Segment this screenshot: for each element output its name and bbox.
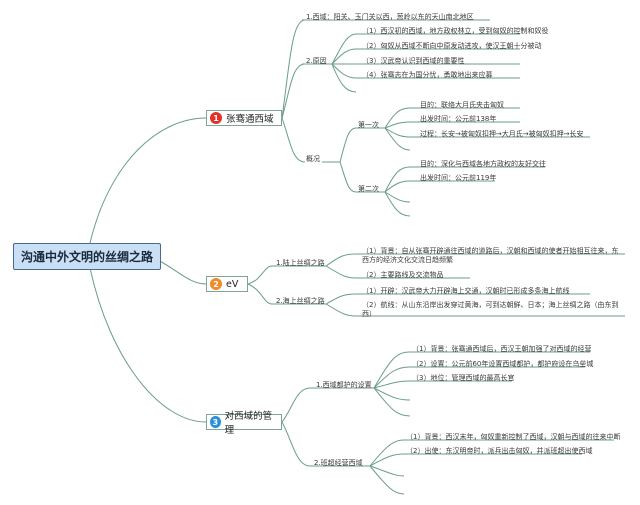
link-root-b1 — [89, 117, 207, 244]
link-root-b2 — [157, 259, 207, 285]
branch-2-label: eV — [226, 278, 239, 290]
b3-duhu-item[interactable]: （3）地位：管理西域的最高长官 — [412, 374, 515, 382]
b1-cause-node[interactable]: 2.原因 — [306, 57, 327, 65]
root-topic[interactable]: 沟通中外文明的丝绸之路 — [13, 243, 161, 270]
b1-second-item[interactable]: 目的：深化与西域各地方政权的友好交往 — [420, 160, 546, 168]
b3-ban-item[interactable]: （2）出使：东汉明帝时，派兵出击匈奴，并派班超出使西域 — [406, 447, 593, 455]
branch-2[interactable]: 2 eV — [206, 276, 248, 292]
b1-first-item[interactable]: 过程：长安→被匈奴扣押→大月氏→被匈奴扣押→长安 — [420, 130, 584, 138]
b3-ban-node[interactable]: 2.班超经营西域 — [314, 459, 363, 467]
b1-cause-item[interactable]: （4）张骞志在为国分忧，勇敢地出来应募 — [362, 71, 493, 79]
branch-1-label: 张骞通西域 — [226, 114, 274, 125]
b2-land-node[interactable]: 1.陆上丝绸之路 — [276, 259, 325, 267]
link-root-b3 — [89, 267, 207, 423]
link-b1-overview — [281, 117, 306, 163]
b1-first-item[interactable]: 出发时间：公元前138年 — [420, 115, 497, 123]
b2-land-item[interactable]: （2）主要路线及交流物品 — [362, 271, 444, 279]
b1-first-item[interactable]: 目的：联络大月氏夹击匈奴 — [420, 101, 504, 109]
b3-duhu-item[interactable]: （2）设置：公元前60年设置西域都护，都护府设在乌垒城 — [412, 360, 594, 368]
b3-duhu-item[interactable]: （1）背景：张骞通西域后，西汉王朝加强了对西域的经营 — [412, 345, 592, 353]
root-title: 沟通中外文明的丝绸之路 — [20, 250, 153, 264]
b2-sea-item[interactable]: （2）航线：从山东沿岸出发穿过黄海，可到达朝鲜、日本；海上丝绸之路（由东到西） — [362, 301, 619, 318]
number-badge-1: 1 — [210, 112, 222, 124]
b3-duhu-node[interactable]: 1.西域都护的设置 — [316, 381, 372, 389]
b1-cause-item[interactable]: （2）匈奴从西域不断向中原发动进攻，使汉王朝十分被动 — [362, 42, 542, 50]
b2-sea-node[interactable]: 2.海上丝绸之路 — [276, 297, 325, 305]
b1-second-trip-node[interactable]: 第二次 — [358, 185, 379, 193]
branch-3[interactable]: 3 对西域的管理 — [206, 411, 282, 436]
branch-1[interactable]: 1 张骞通西域 — [206, 110, 282, 126]
branch-3-label: 对西域的管理 — [224, 411, 273, 436]
b1-overview-node[interactable]: 概况 — [306, 155, 320, 163]
b1-xiyu-node[interactable]: 1.西域：阳关、玉门关以西，葱岭以东的天山南北地区 — [306, 13, 474, 21]
number-badge-2: 2 — [210, 278, 222, 290]
b1-cause-item[interactable]: （3）汉武帝认识到西域的重要性 — [362, 57, 465, 65]
number-badge-3: 3 — [210, 416, 221, 428]
b3-ban-item[interactable]: （1）背景：西汉末年，匈奴重新控制了西域，汉朝与西域的往来中断 — [406, 433, 621, 441]
link-b1-cause — [281, 63, 306, 119]
link-b1-xiyu — [281, 19, 306, 119]
b1-cause-item[interactable]: （1）西汉初的西域，地方政权林立，受到匈奴的控制和奴役 — [362, 27, 549, 35]
b2-sea-item[interactable]: （1）开辟：汉武帝大力开辟海上交通，汉朝时已形成多条海上航线 — [362, 287, 570, 295]
b1-second-item[interactable]: 出发时间：公元前119年 — [420, 174, 497, 182]
b2-land-item[interactable]: （1）背景：自从张骞开辟通往西域的道路后，汉朝和西域的使者开始相互往来，东西方的… — [362, 247, 619, 264]
b1-first-trip-node[interactable]: 第一次 — [358, 121, 379, 129]
